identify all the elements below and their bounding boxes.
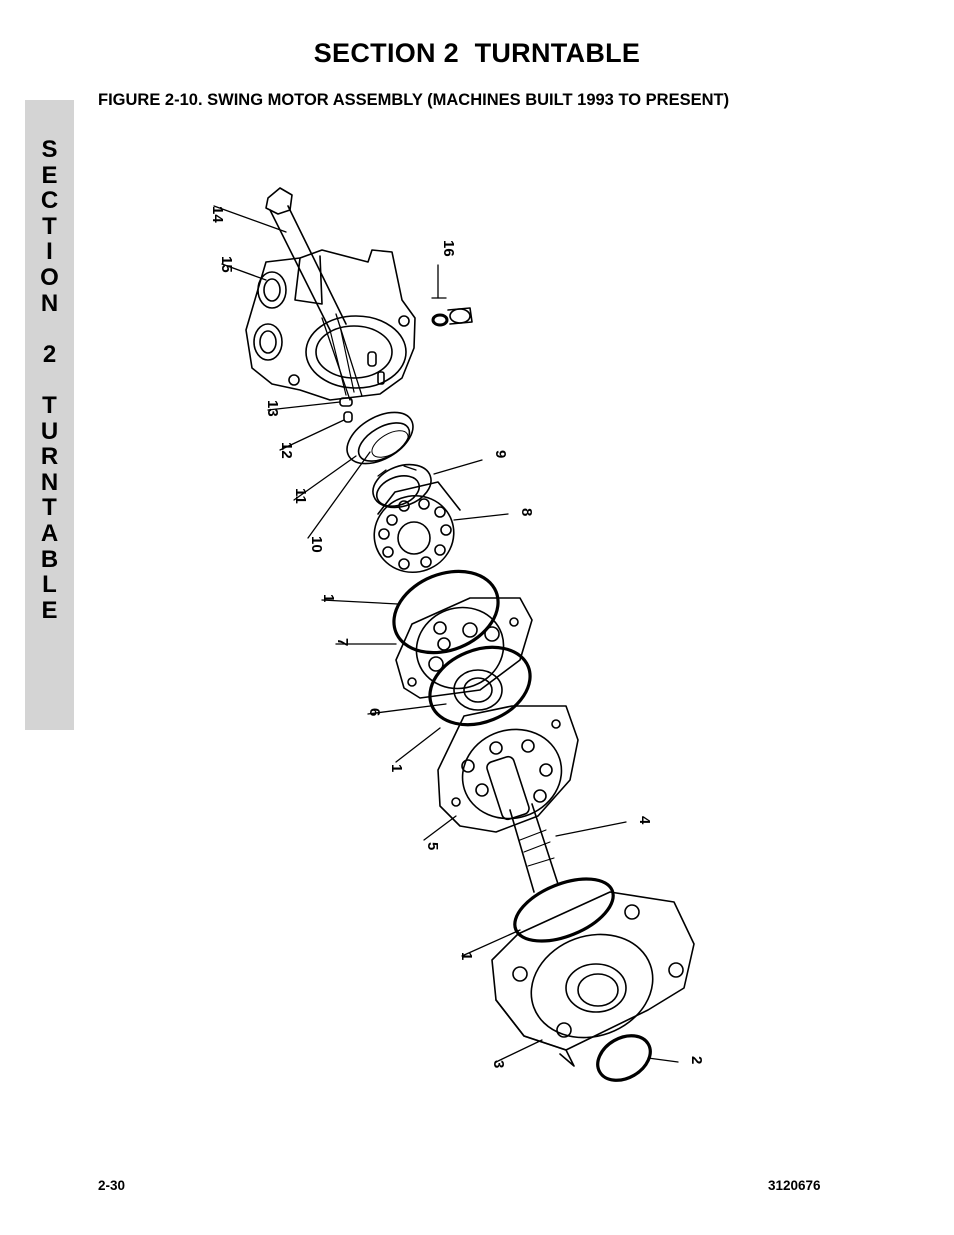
pin-part bbox=[339, 397, 353, 423]
callout-1: 1 bbox=[458, 952, 475, 960]
figure-title: FIGURE 2-10. SWING MOTOR ASSEMBLY (MACHI… bbox=[98, 91, 730, 109]
side-tab-text: S E C T I O N 2 T U R N T A B L E bbox=[25, 137, 74, 623]
side-tab-letter: B bbox=[40, 545, 59, 573]
side-tab-letter: E bbox=[41, 596, 58, 624]
side-tab-letter: C bbox=[40, 187, 59, 215]
o-ring-part bbox=[392, 569, 500, 655]
callout-13: 13 bbox=[264, 400, 281, 417]
star-gear-part bbox=[453, 669, 503, 711]
leader-lines bbox=[213, 205, 679, 1063]
side-tab-letter: O bbox=[40, 263, 59, 291]
document-number: 3120676 bbox=[768, 1178, 821, 1193]
callout-12: 12 bbox=[278, 442, 295, 459]
side-tab-letter: R bbox=[40, 443, 59, 471]
side-tab-letter: T bbox=[42, 494, 57, 522]
callout-9: 9 bbox=[492, 450, 509, 458]
side-tab-letter: 2 bbox=[42, 340, 57, 368]
seal-ring-part bbox=[346, 411, 414, 465]
gerotor-plate-part bbox=[395, 597, 533, 699]
callout-16: 16 bbox=[440, 240, 457, 257]
bolt-part bbox=[265, 187, 363, 401]
callout-11: 11 bbox=[292, 488, 309, 504]
side-tab-letter: T bbox=[42, 391, 57, 419]
callout-7: 7 bbox=[334, 638, 351, 646]
valve-housing-part bbox=[245, 249, 416, 401]
side-tab-letter: T bbox=[42, 212, 57, 240]
side-tab-letter: U bbox=[40, 417, 59, 445]
side-tab-letter: N bbox=[40, 289, 59, 317]
callout-1: 1 bbox=[320, 594, 337, 602]
side-tab-letter: L bbox=[42, 571, 57, 599]
o-ring-part bbox=[513, 877, 615, 943]
side-tab-letter: N bbox=[40, 468, 59, 496]
end-plate-part bbox=[491, 891, 695, 1067]
balance-plate-part bbox=[372, 463, 432, 509]
callout-14: 14 bbox=[209, 206, 226, 223]
side-tab-letter: A bbox=[40, 519, 59, 547]
callout-10: 10 bbox=[308, 536, 325, 553]
plug-part bbox=[431, 307, 473, 327]
callout-2: 2 bbox=[688, 1056, 705, 1064]
callout-5: 5 bbox=[424, 842, 441, 850]
commutator-part bbox=[373, 481, 461, 574]
callout-8: 8 bbox=[518, 508, 535, 516]
drive-shaft-part bbox=[486, 755, 559, 893]
side-tab-letter: I bbox=[46, 238, 53, 266]
page-number: 2-30 bbox=[98, 1178, 126, 1193]
callout-4: 4 bbox=[636, 816, 653, 825]
section-title: SECTION 2 TURNTABLE bbox=[313, 38, 641, 68]
callout-1: 1 bbox=[388, 764, 405, 772]
gerotor-housing-part bbox=[437, 705, 579, 833]
section-side-tab: S E C T I O N 2 T U R N T A B L E bbox=[25, 100, 74, 730]
seal-part bbox=[596, 1034, 652, 1082]
callout-labels: 14 15 16 13 12 9 11 8 10 1 7 6 1 5 4 1 3… bbox=[209, 206, 705, 1068]
side-tab-letter: S bbox=[41, 136, 58, 163]
callout-6: 6 bbox=[366, 708, 383, 716]
callout-3: 3 bbox=[490, 1060, 507, 1068]
side-tab-letter: E bbox=[41, 161, 58, 189]
callout-15: 15 bbox=[218, 256, 235, 273]
